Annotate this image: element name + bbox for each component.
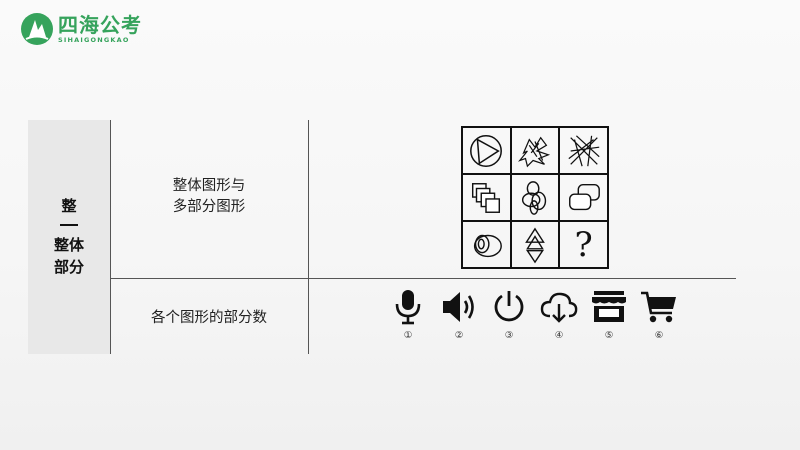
table-divider-left [110, 120, 111, 354]
puzzle-cell-9: ? [559, 221, 608, 268]
icon-item-2: ② [434, 288, 484, 341]
side-top-text: 整 [61, 197, 77, 216]
side-header-cell [28, 120, 110, 354]
row2-label: 各个图形的部分数 [110, 308, 308, 329]
logo-mark-icon [21, 13, 53, 45]
icon-item-1: ① [383, 288, 433, 341]
puzzle-cell-3 [559, 127, 608, 174]
question-mark: ? [574, 224, 593, 265]
circle-triangle-figure [470, 134, 503, 167]
puzzle-grid: ? [461, 126, 609, 269]
puzzle-cell-5 [510, 174, 560, 221]
puzzle-cell-1 [462, 127, 511, 174]
icon-item-6: ⑥ [634, 288, 684, 341]
puzzle-cell-6 [559, 174, 608, 221]
row1-label-line1: 整体图形与 [172, 178, 246, 194]
row1-label: 整体图形与 多部分图形 [110, 176, 308, 218]
side-middle-text: 整体 [53, 235, 84, 254]
cloud-download-icon [540, 292, 578, 323]
stacked-squares-figure [472, 182, 501, 213]
stacked-triangles-figure [525, 227, 545, 263]
puzzle-cell-7 [462, 221, 511, 268]
side-bottom-text: 部分 [53, 258, 84, 277]
icon-number-1: ① [403, 330, 413, 341]
icon-number-5: ⑤ [604, 330, 614, 341]
icon-number-4: ④ [554, 330, 564, 341]
icon-item-5: ⑤ [584, 288, 634, 341]
icon-item-3: ③ [484, 288, 534, 341]
icon-item-4: ④ [534, 288, 584, 341]
row1-label-line2: 多部分图形 [172, 199, 246, 216]
puzzle-cell-4 [462, 174, 511, 221]
puzzle-cell-8 [510, 221, 560, 268]
store-icon [592, 291, 626, 322]
overlapping-ovals-figure [521, 180, 547, 215]
table-divider-middle [308, 120, 309, 354]
table-divider-row [110, 278, 736, 279]
speaker-icon [443, 292, 474, 322]
power-icon [494, 291, 524, 322]
scribble-figure [517, 136, 551, 167]
side-dash [60, 223, 78, 226]
row2-label-text: 各个图形的部分数 [151, 310, 267, 326]
brand-name-cn: 四海公考 [58, 12, 142, 37]
puzzle-cell-2 [510, 127, 560, 174]
rounded-rects-figure [568, 183, 600, 210]
icon-number-2: ② [454, 330, 464, 341]
icon-number-6: ⑥ [654, 330, 664, 341]
microphone-icon [395, 290, 421, 325]
brand-logo: 四海公考 SIHAIGONGKAO [20, 12, 142, 46]
brand-name-en: SIHAIGONGKAO [58, 35, 130, 44]
side-header-label: 整 整体 部分 [28, 120, 110, 354]
cart-icon [641, 291, 676, 323]
nested-ellipses-figure [474, 234, 503, 257]
icon-row: ① ② ③ ④ ⑤ [383, 288, 683, 348]
icon-number-3: ③ [504, 330, 514, 341]
crossed-lines-figure [568, 134, 600, 166]
